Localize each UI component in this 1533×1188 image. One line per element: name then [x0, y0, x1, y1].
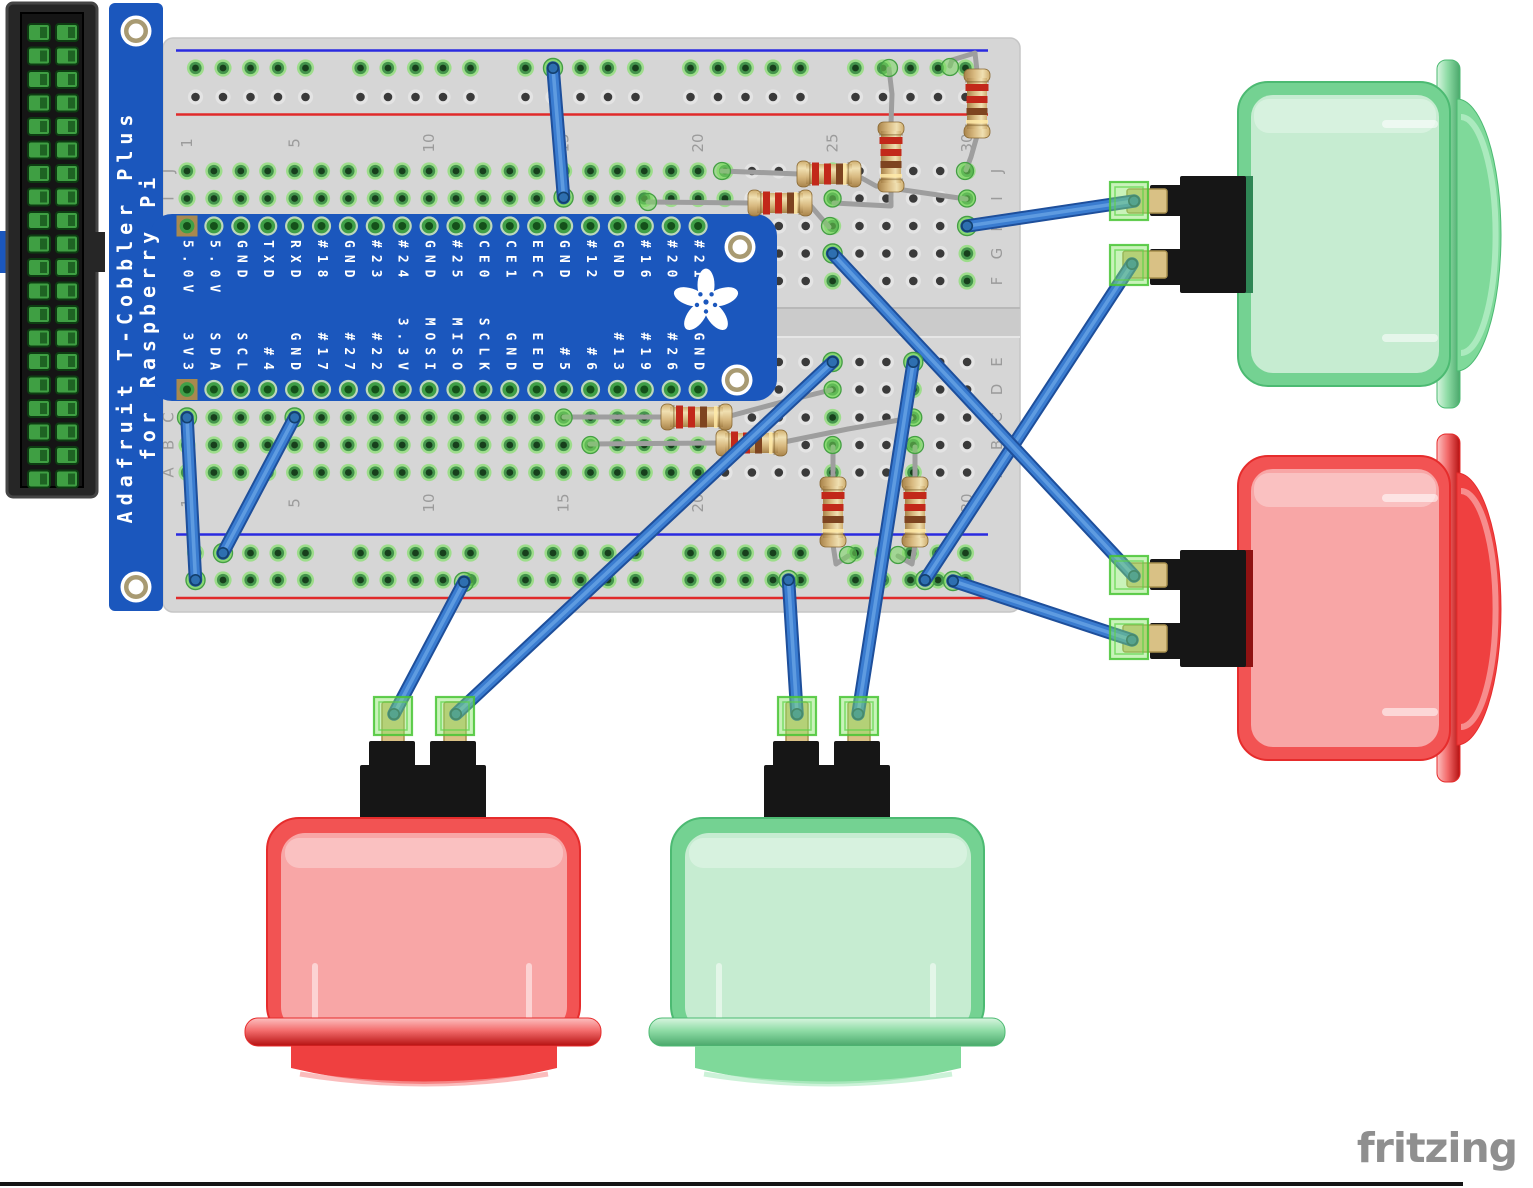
jumper-wire-e28-to-bottom-green-button[interactable] — [851, 351, 924, 721]
fritzing-logo: fritzing — [1356, 1124, 1518, 1172]
arcade-button-green-right[interactable] — [1122, 59, 1502, 409]
svg-text:#17: #17 — [314, 333, 329, 377]
svg-text:#6: #6 — [583, 347, 598, 377]
svg-text:5: 5 — [286, 138, 304, 148]
arcade-button-green-bottom[interactable] — [648, 701, 1006, 1087]
svg-text:SCL: SCL — [233, 333, 248, 377]
jumper-wires[interactable] — [176, 57, 1141, 721]
jumper-wire-rail-to-bottom-green-button[interactable] — [778, 569, 804, 721]
svg-text:SDA: SDA — [206, 333, 221, 377]
svg-text:#19: #19 — [637, 333, 652, 377]
resistor-R2[interactable] — [638, 189, 840, 236]
jumper-wire-e25-to-bottom-red-button[interactable] — [449, 351, 843, 721]
svg-text:SCLK: SCLK — [475, 318, 490, 377]
svg-text:C: C — [988, 412, 1006, 422]
svg-text:G: G — [988, 248, 1006, 260]
svg-text:J: J — [988, 169, 1006, 174]
svg-text:#16: #16 — [637, 240, 652, 284]
svg-text:10: 10 — [420, 493, 438, 512]
arcade-button-red-bottom[interactable] — [244, 701, 602, 1087]
svg-text:EEC: EEC — [529, 240, 544, 284]
svg-text:3V3: 3V3 — [180, 333, 195, 377]
svg-text:GND: GND — [233, 240, 248, 284]
svg-text:EED: EED — [529, 333, 544, 377]
cobbler-title-line2: for Raspberry Pi — [136, 172, 160, 461]
svg-text:RXD: RXD — [287, 240, 302, 284]
svg-text:MISO: MISO — [449, 318, 464, 377]
svg-text:5.0V: 5.0V — [180, 240, 195, 299]
svg-text:#21: #21 — [691, 240, 706, 284]
resistor-R1[interactable] — [712, 160, 977, 208]
svg-text:GND: GND — [422, 240, 437, 284]
svg-text:#5: #5 — [556, 347, 571, 377]
svg-text:#27: #27 — [341, 333, 356, 377]
svg-text:GND: GND — [556, 240, 571, 284]
svg-text:GND: GND — [610, 240, 625, 284]
svg-text:TXD: TXD — [260, 240, 275, 284]
jumper-wire-rail-to-bottom-red-button[interactable] — [387, 571, 475, 721]
resistor-R3[interactable] — [823, 58, 905, 209]
svg-text:GND: GND — [691, 333, 706, 377]
canvas-bottom-border — [0, 1182, 1463, 1186]
svg-text:1: 1 — [178, 138, 196, 148]
svg-text:3.3V: 3.3V — [395, 318, 410, 377]
svg-text:J: J — [160, 169, 178, 174]
svg-text:#4: #4 — [260, 347, 275, 377]
svg-text:#22: #22 — [368, 333, 383, 377]
svg-text:25: 25 — [824, 133, 842, 152]
jumper-wire-3v3-to-bottom-rail[interactable] — [176, 407, 206, 591]
svg-text:I: I — [160, 196, 178, 200]
svg-text:10: 10 — [420, 133, 438, 152]
resistor-R4[interactable] — [940, 50, 991, 181]
cobbler-title-line1: Adafruit T-Cobbler Plus — [113, 109, 137, 524]
svg-text:#12: #12 — [583, 240, 598, 284]
svg-text:MOSI: MOSI — [422, 318, 437, 377]
svg-text:#20: #20 — [664, 240, 679, 284]
svg-text:GND: GND — [287, 333, 302, 377]
arcade-buttons[interactable] — [244, 59, 1502, 1087]
svg-text:#25: #25 — [449, 240, 464, 284]
jumper-wire-g25-to-red-button-signal[interactable] — [822, 243, 1141, 583]
svg-text:#18: #18 — [314, 240, 329, 284]
svg-text:F: F — [988, 277, 1006, 286]
svg-text:C: C — [160, 412, 178, 422]
svg-text:E: E — [988, 357, 1006, 366]
svg-text:#23: #23 — [368, 240, 383, 284]
svg-text:A: A — [160, 467, 178, 478]
svg-text:CE0: CE0 — [475, 240, 490, 284]
jumper-wire-gnd-to-bottom-rail[interactable] — [212, 407, 305, 564]
gpio-ribbon-connector[interactable] — [0, 1, 105, 499]
jumper-wire-rail-to-red-button-power[interactable] — [942, 570, 1139, 647]
resistor-R7[interactable] — [819, 435, 858, 567]
svg-text:GND: GND — [341, 240, 356, 284]
svg-text:I: I — [988, 196, 1006, 200]
resistor-R8[interactable] — [888, 435, 929, 567]
svg-text:#26: #26 — [664, 333, 679, 377]
jumper-wire-rail-to-green-button-power[interactable] — [914, 257, 1139, 591]
jumper-wire-h30-to-green-button-signal[interactable] — [956, 194, 1141, 237]
svg-text:D: D — [988, 384, 1006, 396]
svg-text:CE1: CE1 — [502, 240, 517, 284]
svg-text:#13: #13 — [610, 333, 625, 377]
terminal-highlights — [372, 180, 1150, 737]
svg-text:B: B — [160, 440, 178, 450]
svg-text:15: 15 — [555, 493, 573, 512]
svg-text:5.0V: 5.0V — [206, 240, 221, 299]
svg-text:20: 20 — [689, 133, 707, 152]
arcade-button-red-right[interactable] — [1122, 433, 1502, 783]
svg-text:B: B — [988, 440, 1006, 450]
svg-text:#24: #24 — [395, 240, 410, 284]
jumper-wire-gnd-column-to-top-rail[interactable] — [542, 57, 574, 208]
svg-text:GND: GND — [502, 333, 517, 377]
svg-text:5: 5 — [286, 498, 304, 508]
